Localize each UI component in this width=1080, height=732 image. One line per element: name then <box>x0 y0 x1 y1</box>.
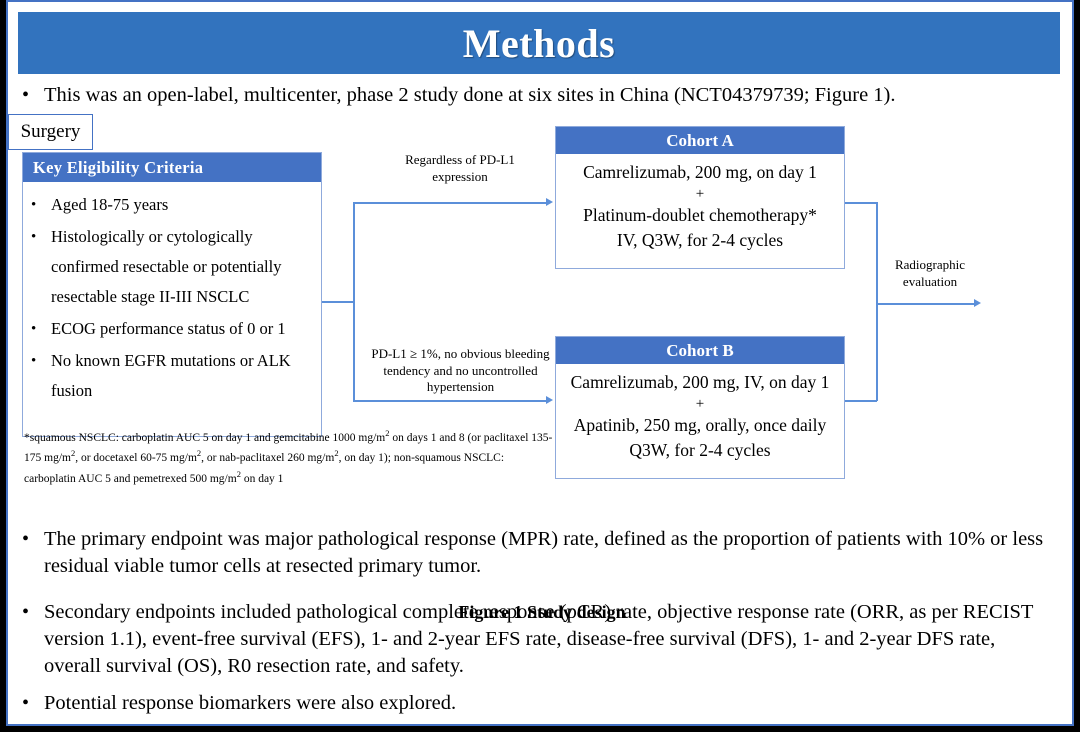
footnote-part-5: , on day 1); non-squamous NSCLC: carbopl… <box>24 452 505 485</box>
figure-caption: Figure 1 Study design <box>458 602 626 622</box>
footnote-part-3: , or docetaxel 60-75 mg/m <box>75 452 197 465</box>
cohort-b-line-1: Camrelizumab, 200 mg, IV, on day 1 <box>570 372 830 392</box>
footnote-part-6: on day 1 <box>240 472 284 485</box>
bullet-icon: • <box>31 321 37 337</box>
superscript-2: 2 <box>196 448 202 459</box>
surgery-box: Surgery <box>8 114 93 150</box>
connector-cohort-a-out <box>845 202 877 204</box>
arrow-head-icon-cohort-a <box>546 198 553 206</box>
lead-bullet-text: This was an open-label, multicenter, pha… <box>44 84 896 106</box>
surgery-label: Surgery <box>20 121 81 142</box>
cohort-b-header: Cohort B <box>556 337 844 364</box>
bullet-icon: • <box>31 197 37 213</box>
cohort-a-line-2: Platinum-doublet chemotherapy* <box>583 205 817 225</box>
list-item-label: No known EGFR mutations or ALK fusion <box>51 351 291 400</box>
footnote-part-1: *squamous NSCLC: carboplatin AUC 5 on da… <box>24 431 386 444</box>
slide-canvas: Methods • This was an open-label, multic… <box>6 0 1074 726</box>
bullet-secondary-endpoints-text: Secondary endpoints included pathologica… <box>44 601 1034 677</box>
list-item-label: Aged 18-75 years <box>51 195 169 214</box>
cohort-a-box: Cohort A Camrelizumab, 200 mg, on day 1 … <box>555 126 845 269</box>
superscript-2: 2 <box>70 448 76 459</box>
arrow-head-icon-cohort-b <box>546 396 553 404</box>
footnote-part-2: on days 1 and 8 (or paclitaxel 135-175 m… <box>24 431 553 465</box>
bullet-biomarkers: • Potential response biomarkers were als… <box>22 690 1057 717</box>
title-banner: Methods <box>18 12 1060 74</box>
eligibility-header: Key Eligibility Criteria <box>23 153 321 182</box>
cohort-a-body: Camrelizumab, 200 mg, on day 1 + Platinu… <box>556 154 844 253</box>
cohort-b-plus: + <box>695 396 705 412</box>
bullet-icon: • <box>22 601 30 623</box>
eligibility-criteria-box: Key Eligibility Criteria • Aged 18-75 ye… <box>22 152 322 437</box>
label-radiographic-evaluation: Radiographic evaluation <box>894 257 966 289</box>
arrow-head-icon-surgery <box>974 299 981 307</box>
cohort-a-plus: + <box>695 186 705 202</box>
chemotherapy-footnote: *squamous NSCLC: carboplatin AUC 5 on da… <box>24 426 554 487</box>
bullet-primary-endpoint-text: The primary endpoint was major pathologi… <box>44 528 1044 577</box>
cohort-a-line-1: Camrelizumab, 200 mg, on day 1 <box>583 162 817 182</box>
list-item: • ECOG performance status of 0 or 1 <box>31 314 315 344</box>
study-design-figure: Key Eligibility Criteria • Aged 18-75 ye… <box>8 114 1072 622</box>
list-item: • Histologically or cytologically confir… <box>31 222 315 312</box>
cohort-a-header: Cohort A <box>556 127 844 154</box>
cohort-b-body: Camrelizumab, 200 mg, IV, on day 1 + Apa… <box>556 364 844 463</box>
superscript-2: 2 <box>385 428 390 438</box>
bullet-icon: • <box>31 353 37 369</box>
label-regardless-of-pdl1: Regardless of PD-L1 expression <box>405 152 515 184</box>
lead-bullet: • This was an open-label, multicenter, p… <box>22 82 1052 109</box>
bullet-biomarkers-text: Potential response biomarkers were also … <box>44 692 457 714</box>
connector-cohort-b-out <box>845 400 877 402</box>
connector-to-surgery <box>876 303 976 305</box>
eligibility-list: • Aged 18-75 years • Histologically or c… <box>23 182 321 406</box>
cohort-b-line-3: Q3W, for 2-4 cycles <box>629 440 771 460</box>
bullet-icon: • <box>22 84 30 106</box>
cohort-b-box: Cohort B Camrelizumab, 200 mg, IV, on da… <box>555 336 845 479</box>
superscript-2: 2 <box>236 468 241 479</box>
bullet-primary-endpoint: • The primary endpoint was major patholo… <box>22 526 1057 580</box>
connector-split-vertical <box>353 202 355 401</box>
connector-to-cohort-b <box>353 400 547 402</box>
page-title: Methods <box>462 20 616 66</box>
list-item: • Aged 18-75 years <box>31 190 315 220</box>
connector-eligibility-stub <box>322 301 354 303</box>
superscript-2: 2 <box>334 448 339 459</box>
bullet-icon: • <box>31 229 37 245</box>
label-pdl1-criteria: PD-L1 ≥ 1%, no obvious bleeding tendency… <box>371 346 550 394</box>
list-item-label: ECOG performance status of 0 or 1 <box>51 319 286 338</box>
cohort-a-line-3: IV, Q3W, for 2-4 cycles <box>616 230 784 250</box>
connector-to-cohort-a <box>353 202 547 204</box>
list-item: • No known EGFR mutations or ALK fusion <box>31 346 315 406</box>
footnote-part-4: , or nab-paclitaxel 260 mg/m <box>201 452 335 465</box>
bullet-icon: • <box>22 692 30 714</box>
cohort-b-line-2: Apatinib, 250 mg, orally, once daily <box>573 415 827 435</box>
list-item-label: Histologically or cytologically confirme… <box>51 227 282 306</box>
connector-merge-vertical <box>876 202 878 401</box>
bullet-secondary-endpoints: • Secondary endpoints included pathologi… <box>22 599 1057 680</box>
bullet-icon: • <box>22 528 30 550</box>
